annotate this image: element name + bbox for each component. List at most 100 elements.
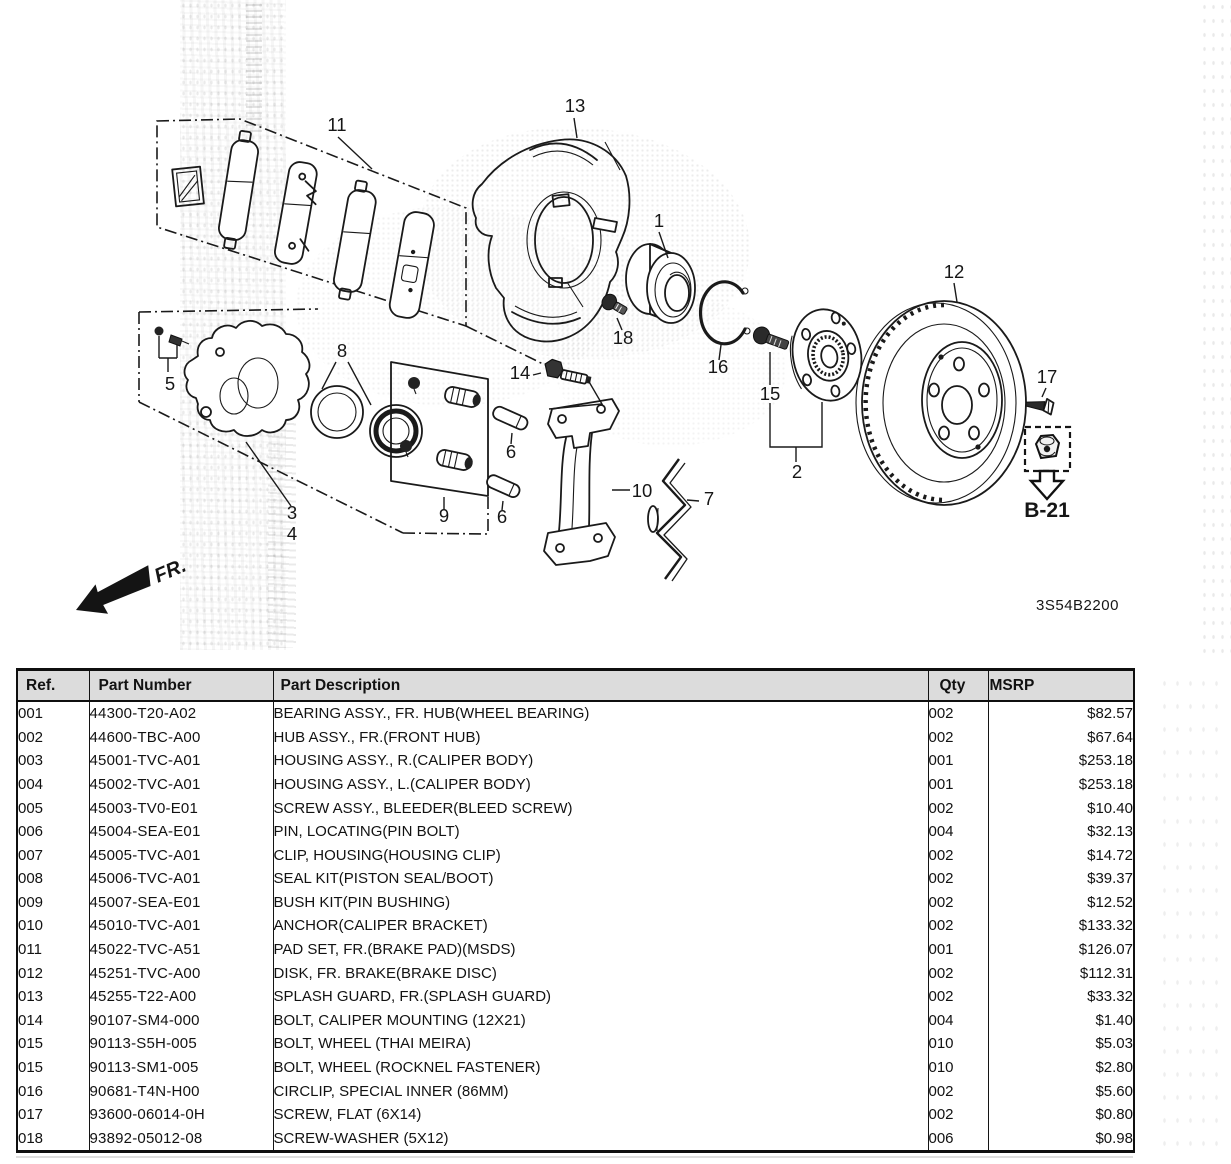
qty-cell: 002 [927, 725, 988, 750]
housing-clip-drawing [647, 458, 692, 582]
qty-cell: 002 [927, 984, 988, 1009]
description-cell: HOUSING ASSY., L.(CALIPER BODY) [272, 772, 928, 797]
qty-cell: 002 [927, 890, 988, 915]
wheel-bearing-drawing [625, 243, 696, 324]
column-header-ref: Ref. [17, 669, 89, 702]
part-number-cell: 45255-T22-A00 [88, 984, 273, 1009]
callout-14: 14 [510, 362, 531, 383]
part-number-cell: 45007-SEA-E01 [88, 890, 273, 915]
msrp-cell: $67.64 [987, 725, 1134, 750]
qty-cell: 002 [927, 796, 988, 820]
ref-cell: 017 [18, 1106, 44, 1124]
part-number-cell: 45002-TVC-A01 [88, 772, 273, 797]
exploded-parts-diagram: B-21 [76, 95, 1118, 614]
qty-cell: 002 [927, 1102, 988, 1127]
description-cell: BOLT, WHEEL (ROCKNEL FASTENER) [272, 1055, 928, 1080]
qty-cell: 001 [927, 749, 988, 773]
callout-6: 6 [506, 441, 516, 462]
ref-cell: 015 [18, 1058, 44, 1076]
seal-kit-drawing [310, 385, 423, 458]
ref-cell: 013 [18, 988, 44, 1006]
circlip-drawing [698, 280, 751, 346]
callout-3: 3 [287, 502, 297, 523]
grease-packet [171, 165, 205, 208]
ref-cell: 002 [18, 728, 44, 746]
part-number-cell: 45005-TVC-A01 [88, 843, 273, 868]
flat-screw-drawing [1025, 398, 1055, 416]
bleeder-screw-drawing [154, 326, 190, 347]
callout-5: 5 [165, 373, 175, 394]
ref-cell: 008 [18, 870, 44, 888]
description-cell: HOUSING ASSY., R.(CALIPER BODY) [272, 749, 928, 773]
msrp-cell: $32.13 [987, 819, 1134, 844]
description-cell: BEARING ASSY., FR. HUB(WHEEL BEARING) [272, 701, 928, 726]
part-number-cell: 45004-SEA-E01 [88, 819, 273, 844]
msrp-cell: $2.80 [987, 1055, 1134, 1080]
part-number-cell: 90681-T4N-H00 [88, 1079, 273, 1103]
hub-drawing [789, 308, 863, 402]
part-number-cell: 45251-TVC-A00 [88, 961, 273, 985]
qty-cell: 002 [927, 867, 988, 891]
description-cell: PIN, LOCATING(PIN BOLT) [272, 819, 928, 844]
description-cell: ANCHOR(CALIPER BRACKET) [272, 914, 928, 938]
ref-cell: 004 [18, 776, 44, 794]
bushing-kit-box [390, 361, 489, 497]
qty-cell: 002 [927, 843, 988, 868]
part-number-cell: 90107-SM4-000 [88, 1008, 273, 1033]
msrp-cell: $12.52 [987, 890, 1134, 915]
part-number-cell: 45003-TV0-E01 [88, 796, 273, 820]
callout-6: 6 [497, 506, 507, 527]
qty-cell: 006 [927, 1126, 988, 1152]
description-cell: BOLT, WHEEL (THAI MEIRA) [272, 1032, 928, 1056]
qty-cell: 001 [927, 937, 988, 962]
callout-13: 13 [565, 95, 586, 116]
msrp-cell: $5.60 [987, 1079, 1134, 1103]
qty-cell: 002 [927, 701, 988, 726]
description-cell: CLIP, HOUSING(HOUSING CLIP) [272, 843, 928, 868]
table-header-row: Ref. Part Number Part Description Qty MS… [17, 669, 1134, 702]
callout-11: 11 [327, 114, 346, 135]
msrp-cell: $112.31 [987, 961, 1134, 985]
b21-arrow-icon [1028, 469, 1066, 501]
description-cell: SCREW ASSY., BLEEDER(BLEED SCREW) [272, 796, 928, 820]
column-header-part-number: Part Number [88, 669, 273, 702]
ref-cell: 001 [18, 705, 44, 723]
brake-pad-drawing [333, 179, 377, 301]
ref-cell: 011 [18, 941, 42, 959]
description-cell: SCREW, FLAT (6X14) [272, 1102, 928, 1127]
ref-cell: 014 [18, 1011, 44, 1029]
part-number-cell: 45022-TVC-A51 [88, 937, 273, 962]
description-cell: SCREW-WASHER (5X12) [272, 1126, 928, 1152]
fr-direction-arrow: FR. [76, 555, 190, 614]
brake-pad-drawing [218, 130, 259, 250]
part-number-cell: 90113-S5H-005 [88, 1032, 273, 1056]
callout-16: 16 [708, 356, 729, 377]
part-number-cell: 45006-TVC-A01 [88, 867, 273, 891]
ref-cell: 016 [18, 1082, 44, 1100]
fr-direction-label: FR. [151, 555, 189, 588]
part-number-cell: 44600-TBC-A00 [88, 725, 273, 750]
part-number-cell: 45001-TVC-A01 [88, 749, 273, 773]
description-cell: DISK, FR. BRAKE(BRAKE DISC) [272, 961, 928, 985]
msrp-cell: $39.37 [987, 867, 1134, 891]
ref-cell: 010 [18, 917, 44, 935]
pad-set-box [156, 118, 467, 328]
msrp-cell: $0.98 [987, 1126, 1134, 1152]
caliper-kit-box [138, 308, 546, 535]
column-header-msrp: MSRP [987, 669, 1134, 702]
msrp-cell: $14.72 [987, 843, 1134, 868]
description-cell: PAD SET, FR.(BRAKE PAD)(MSDS) [272, 937, 928, 962]
description-cell: BUSH KIT(PIN BUSHING) [272, 890, 928, 915]
splash-guard-drawing [471, 138, 631, 343]
